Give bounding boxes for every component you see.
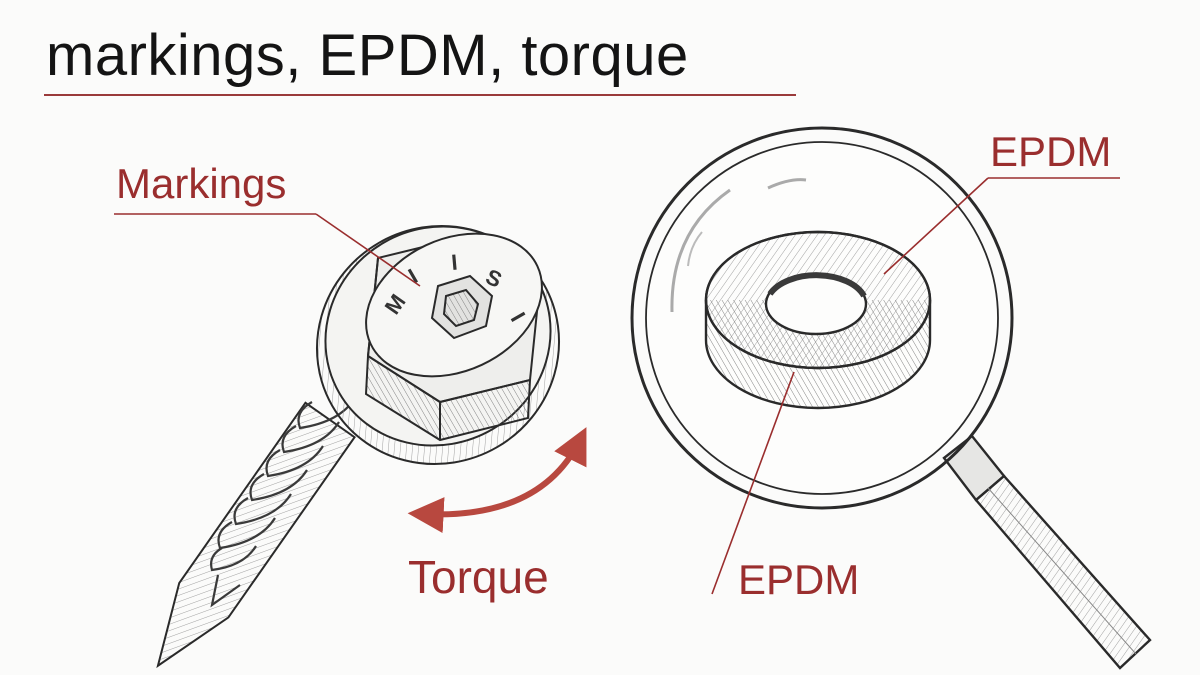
epdm-washer <box>704 230 932 410</box>
screw-drawing <box>156 224 561 669</box>
screw-shank <box>156 401 356 669</box>
markings-label: Markings <box>116 160 287 207</box>
mark-3: I <box>450 250 458 275</box>
page-title: markings, EPDM, torque <box>46 23 689 88</box>
epdm-leaders <box>711 177 1120 595</box>
markings-leader <box>114 213 421 287</box>
torque-arrow <box>407 427 587 534</box>
magnifier-handle <box>942 434 1152 670</box>
torque-label: Torque <box>408 551 549 603</box>
magnifier-rim <box>630 126 1014 510</box>
epdm-label-top: EPDM <box>990 128 1112 175</box>
epdm-label-bottom: EPDM <box>738 556 860 603</box>
title-underline <box>44 94 796 96</box>
magnifier-drawing <box>630 126 1152 670</box>
